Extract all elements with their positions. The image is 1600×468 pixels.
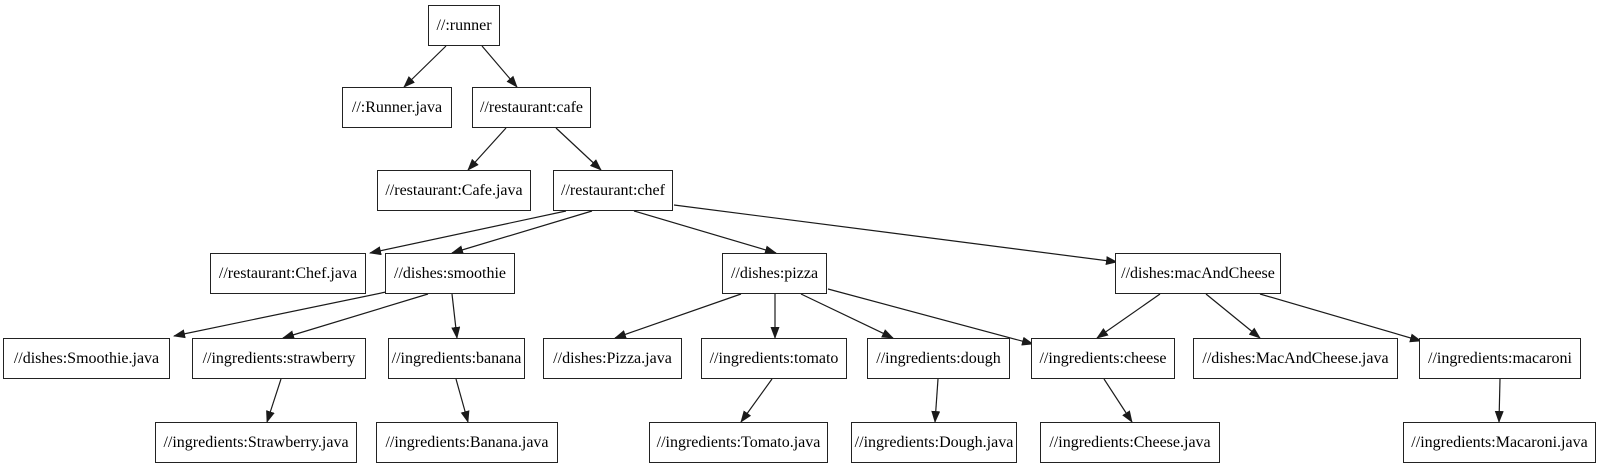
graph-node-dough_java: //ingredients:Dough.java [851,422,1017,463]
edge-banana-to-banana_java [455,378,470,423]
graph-node-cafe: //restaurant:cafe [472,87,591,128]
graph-node-cafe_java: //restaurant:Cafe.java [377,170,531,211]
graph-node-smoothie_java: //dishes:Smoothie.java [3,338,170,379]
graph-node-strawberry: //ingredients:strawberry [192,338,366,379]
edge-macaroni-to-macaroni_java [1494,378,1504,423]
edge-chef-to-mac_and_cheese [673,204,1118,266]
graph-node-runner: //:runner [428,5,500,46]
graph-node-dough: //ingredients:dough [867,338,1010,379]
graph-node-pizza_java: //dishes:Pizza.java [543,338,682,379]
graph-node-banana_java: //ingredients:Banana.java [376,422,558,463]
edge-dough-to-dough_java [931,378,941,423]
graph-node-chef_java: //restaurant:Chef.java [210,253,366,294]
edge-mac_and_cheese-to-macaroni [1259,293,1422,343]
edge-strawberry-to-strawberry_java [266,378,282,423]
graph-node-macaroni_java: //ingredients:Macaroni.java [1403,422,1596,463]
edge-pizza-to-pizza_java [614,293,742,339]
graph-node-mac_and_cheese: //dishes:macAndCheese [1115,253,1281,294]
edge-pizza-to-cheese [827,288,1034,346]
edge-smoothie-to-strawberry [282,293,429,340]
graph-node-cheese: //ingredients:cheese [1031,338,1175,379]
edge-chef-to-chef_java [369,210,567,256]
graph-node-macaroni: //ingredients:macaroni [1419,338,1581,379]
edge-cheese-to-cheese_java [1103,378,1133,423]
edge-pizza-to-dough [800,293,894,339]
graph-node-runner_java: //:Runner.java [342,87,452,128]
edge-chef-to-smoothie [451,210,593,255]
graph-node-banana: //ingredients:banana [388,338,525,379]
edge-cafe-to-chef [555,127,602,171]
edge-mac_and_cheese-to-mac_and_cheese_java [1205,293,1261,339]
edge-smoothie-to-smoothie_java [173,291,387,339]
edge-chef-to-pizza [633,210,777,255]
graph-node-pizza: //dishes:pizza [722,253,827,294]
edge-runner-to-cafe [481,45,518,88]
edge-mac_and_cheese-to-cheese [1096,293,1161,339]
graph-node-mac_and_cheese_java: //dishes:MacAndCheese.java [1193,338,1398,379]
edge-runner-to-runner_java [403,45,447,88]
graph-node-tomato_java: //ingredients:Tomato.java [649,422,828,463]
graph-node-tomato: //ingredients:tomato [701,338,847,379]
edge-smoothie-to-banana [451,293,461,339]
graph-node-smoothie: //dishes:smoothie [385,253,515,294]
graph-node-strawberry_java: //ingredients:Strawberry.java [155,422,357,463]
graph-node-cheese_java: //ingredients:Cheese.java [1040,422,1220,463]
graph-node-chef: //restaurant:chef [553,170,673,211]
edge-tomato-to-tomato_java [740,378,773,423]
edge-cafe-to-cafe_java [467,127,507,171]
